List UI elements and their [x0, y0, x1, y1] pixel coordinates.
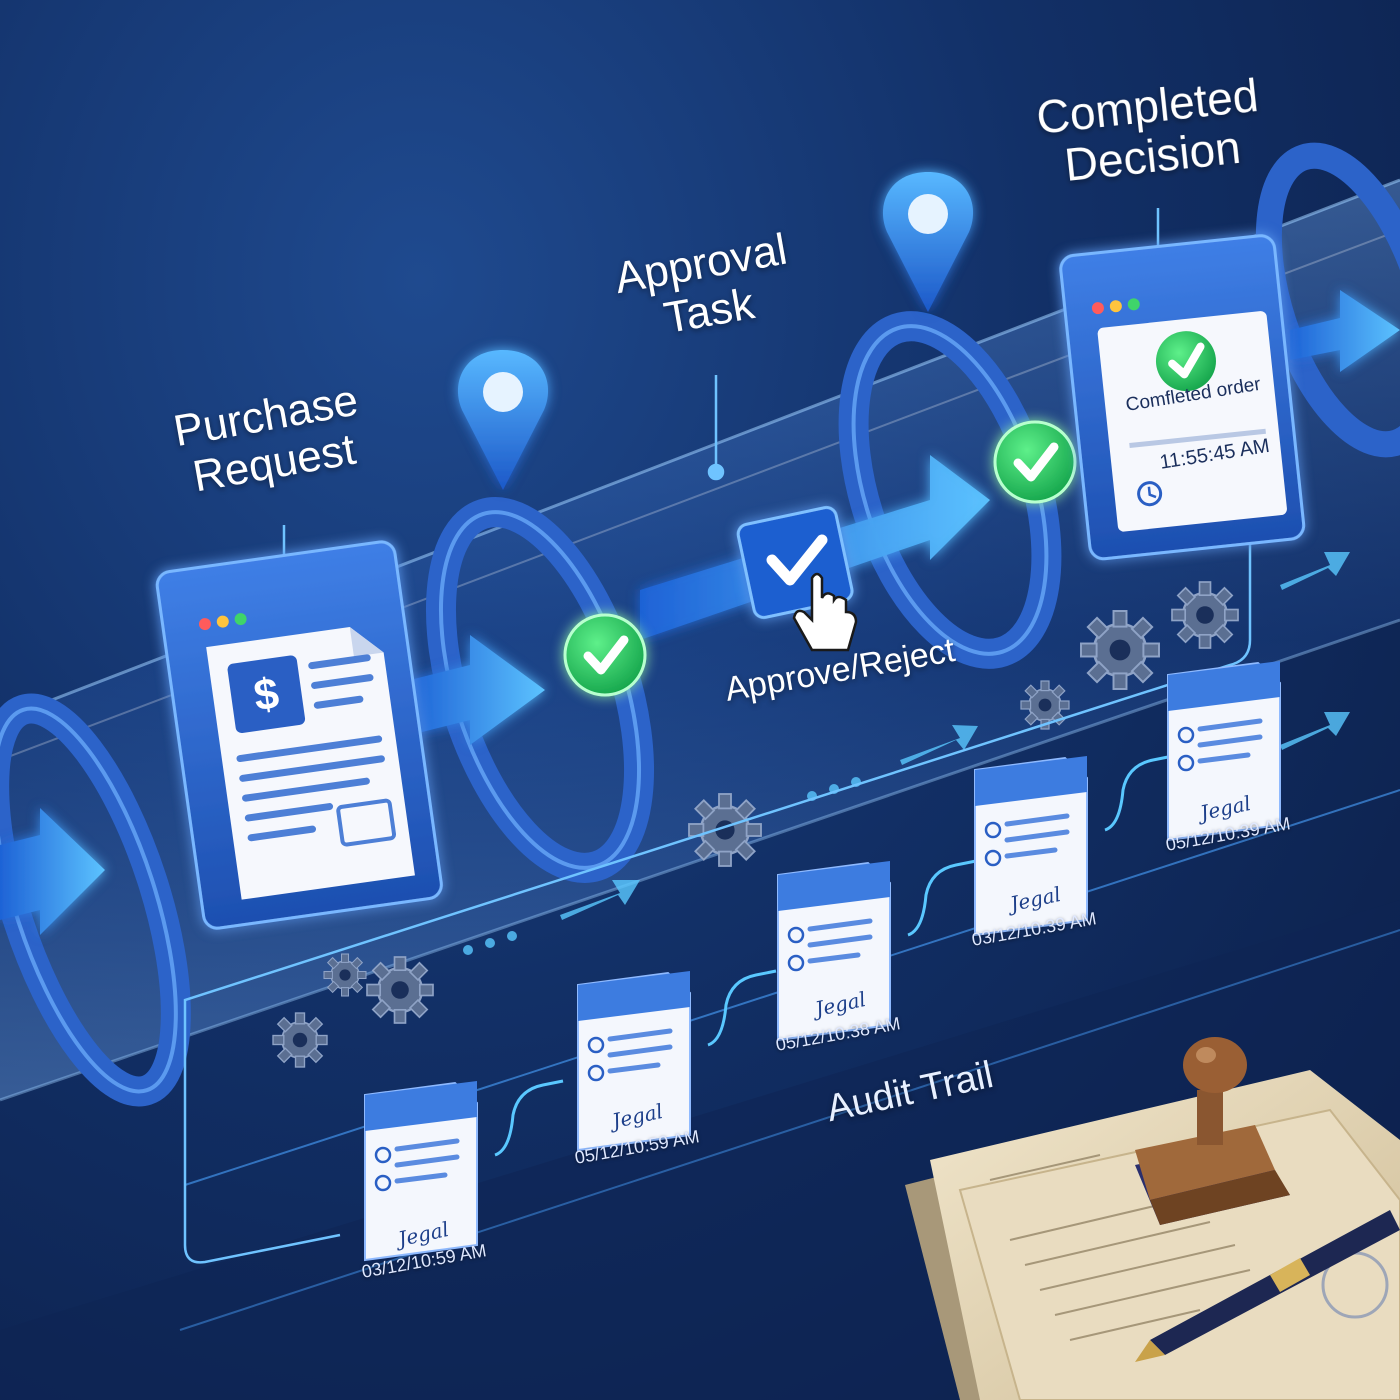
audit-document-card	[1167, 661, 1281, 842]
approve-reject-button[interactable]	[736, 505, 854, 620]
dollar-document-icon: $	[227, 655, 306, 733]
audit-connector-arrow	[1104, 754, 1174, 832]
clock-icon	[1137, 481, 1163, 507]
audit-connector-arrow	[907, 859, 977, 937]
location-pin-icon	[457, 172, 974, 490]
audit-document-card	[577, 971, 691, 1152]
completed-decision-card	[1059, 234, 1306, 561]
audit-document-card	[364, 1081, 478, 1262]
audit-document-card	[777, 861, 891, 1042]
audit-trail-documents	[364, 661, 1281, 1262]
hand-pointer-icon	[792, 572, 858, 652]
check-circle-icon	[563, 420, 1077, 697]
audit-document-card	[974, 756, 1088, 937]
audit-connector-arrow	[707, 969, 777, 1047]
rubber-stamp-icon	[1135, 1037, 1290, 1225]
purchase-request-card: $	[155, 540, 443, 930]
fountain-pen-icon	[1135, 1210, 1400, 1362]
audit-connector-arrow	[494, 1079, 564, 1157]
